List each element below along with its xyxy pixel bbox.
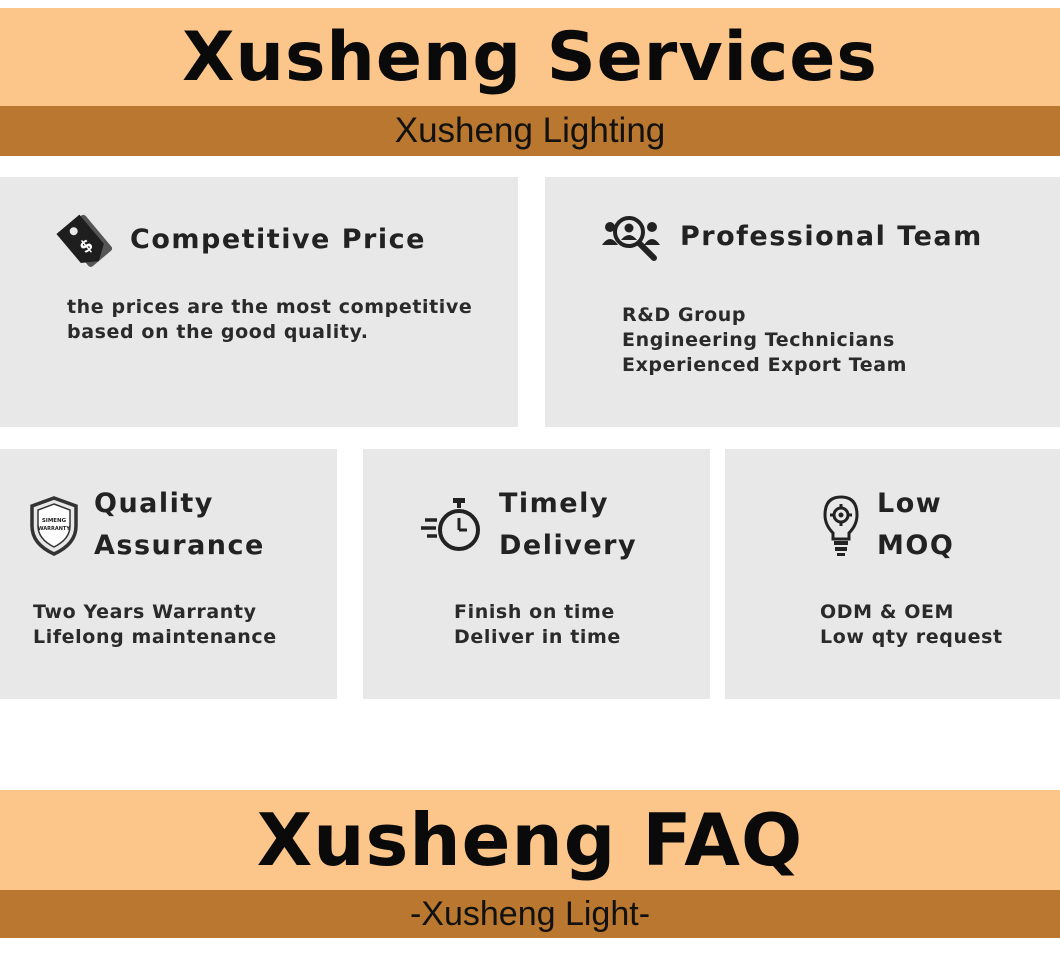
- card-text-line: Engineering Technicians: [622, 329, 895, 351]
- stopwatch-icon: [421, 494, 483, 556]
- badge-text: SIMENG: [42, 518, 67, 524]
- faq-title-band: Xusheng FAQ: [0, 790, 1060, 890]
- faq-subtitle-band: -Xusheng Light-: [0, 890, 1060, 938]
- card-text: ODM & OEM Low qty request: [820, 600, 1003, 650]
- card-text-line: Finish on time: [454, 601, 615, 623]
- card-competitive-price: $ Competitive Price the prices are the m…: [0, 177, 518, 427]
- faq-subtitle: -Xusheng Light-: [409, 894, 651, 933]
- card-text-line: Two Years Warranty: [33, 601, 257, 623]
- card-professional-team: Professional Team R&D Group Engineering …: [545, 177, 1060, 427]
- card-text-line: R&D Group: [622, 304, 747, 326]
- card-text-line: Lifelong maintenance: [33, 626, 277, 648]
- card-low-moq: Low MOQ ODM & OEM Low qty request: [725, 449, 1060, 699]
- card-text-line: Deliver in time: [454, 626, 621, 648]
- team-search-icon: [600, 211, 662, 263]
- card-text: R&D Group Engineering Technicians Experi…: [622, 303, 907, 378]
- card-timely-delivery: Timely Delivery Finish on time Deliver i…: [363, 449, 710, 699]
- card-text-line: Low qty request: [820, 626, 1003, 648]
- card-title: Quality: [94, 488, 214, 519]
- card-text-line: the prices are the most competitive: [67, 296, 473, 318]
- price-tag-icon: $: [54, 209, 116, 271]
- card-title: Low: [877, 488, 943, 519]
- card-text: Finish on time Deliver in time: [454, 600, 621, 650]
- services-title-band: Xusheng Services: [0, 8, 1060, 106]
- card-text: the prices are the most competitive base…: [67, 295, 472, 345]
- card-title: Assurance: [94, 530, 265, 561]
- services-subtitle: Xusheng Lighting: [394, 111, 666, 150]
- services-subtitle-band: Xusheng Lighting: [0, 106, 1060, 156]
- card-text-line: based on the good quality.: [67, 321, 369, 343]
- lightbulb-gear-icon: [821, 493, 861, 557]
- card-title: Professional Team: [680, 220, 983, 252]
- card-title: Delivery: [499, 530, 638, 561]
- services-title: Xusheng Services: [182, 17, 878, 97]
- faq-title: Xusheng FAQ: [256, 798, 804, 882]
- card-text: Two Years Warranty Lifelong maintenance: [33, 600, 277, 650]
- card-title: MOQ: [877, 530, 955, 561]
- card-text-line: ODM & OEM: [820, 601, 955, 623]
- card-text-line: Experienced Export Team: [622, 354, 908, 376]
- warranty-shield-icon: SIMENG WARRANTY: [28, 494, 80, 556]
- card-title: Competitive Price: [130, 223, 426, 255]
- card-title: Timely: [499, 488, 609, 519]
- badge-text: WARRANTY: [38, 526, 70, 532]
- card-quality-assurance: SIMENG WARRANTY Quality Assurance Two Ye…: [0, 449, 337, 699]
